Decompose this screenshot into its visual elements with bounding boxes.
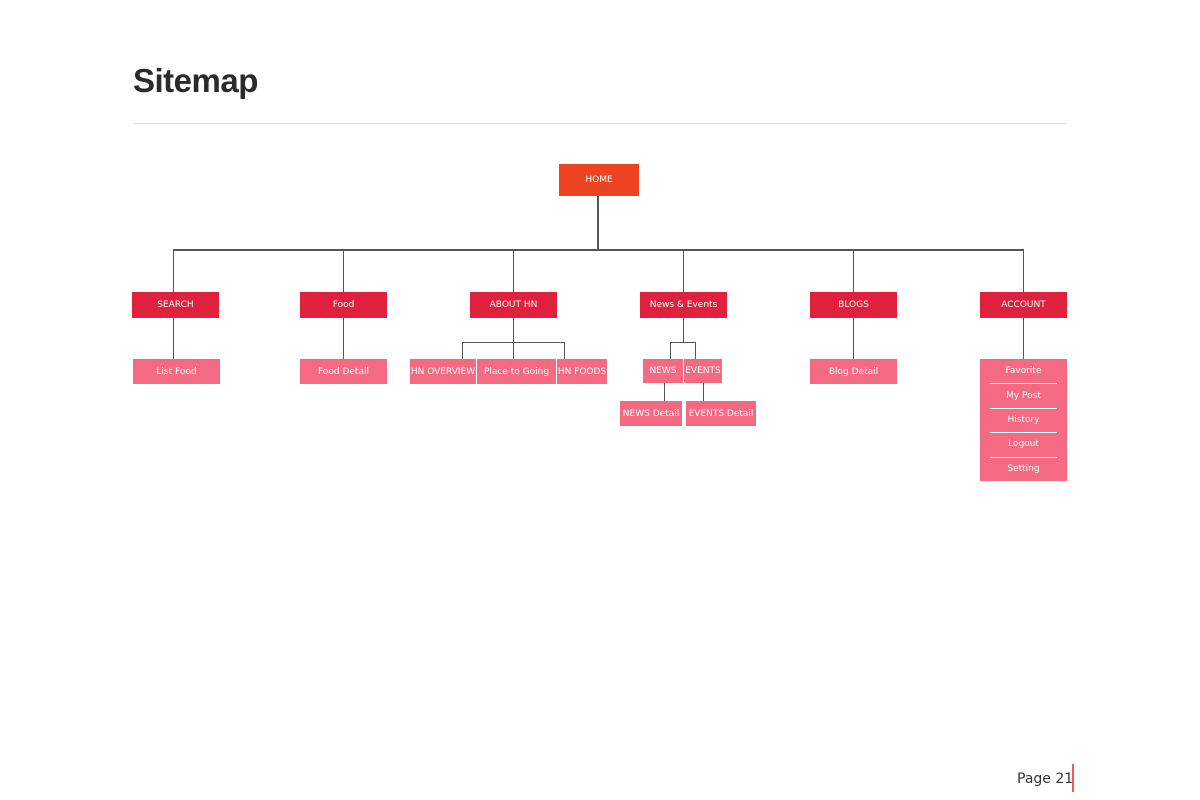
food-detail-node: Food Detail [300,359,387,384]
news-detail-connector [664,383,665,401]
events-detail-connector [703,383,704,401]
events-detail-node: EVENTS Detail [686,401,756,426]
footer-accent-bar [1072,764,1074,792]
news-events-children: NEWS EVENTS [643,359,722,383]
level1-bus [173,249,1024,251]
news-drop-1 [670,342,671,359]
about-stem [513,318,514,342]
my-post-node: My Post [980,383,1067,407]
title-divider [133,123,1067,124]
events-node: EVENTS [683,359,722,383]
account-children: Favorite My Post History Logout Setting [980,359,1067,481]
about-hn-node: ABOUT HN [470,292,557,318]
favorite-node: Favorite [1005,366,1042,377]
place-to-going-node: Place to Going [476,359,556,384]
home-node: HOME [559,164,639,196]
logout-node: Logout [980,432,1067,456]
page-title: Sitemap [133,62,258,99]
news-events-node: News & Events [640,292,727,318]
news-drop-2 [695,342,696,359]
drop-account [1023,250,1024,292]
account-node: ACCOUNT [980,292,1067,318]
food-node: Food [300,292,387,318]
account-child-connector [1023,318,1024,359]
hn-overview-node: HN OVERVIEW [410,366,476,377]
setting-node: Setting [980,456,1067,481]
list-food-node: List Food [133,359,220,384]
news-stem [683,318,684,342]
blogs-child-connector [853,318,854,359]
news-node: NEWS [649,366,677,376]
food-child-connector [343,318,344,359]
drop-about [513,250,514,292]
history-node: History [980,407,1067,432]
blog-detail-node: Blog Detail [810,359,897,384]
drop-blogs [853,250,854,292]
about-drop-2 [513,342,514,359]
blogs-node: BLOGS [810,292,897,318]
drop-food [343,250,344,292]
about-drop-1 [462,342,463,359]
drop-search [173,250,174,292]
news-detail-node: NEWS Detail [620,401,682,426]
drop-news-events [683,250,684,292]
search-node: SEARCH [132,292,219,318]
home-connector [597,196,599,250]
search-child-connector [173,318,174,359]
page-number: Page 21 [1017,771,1074,787]
hn-foods-node: HN FOODS [556,359,607,384]
about-drop-3 [564,342,565,359]
news-bus [670,342,696,343]
about-hn-children: HN OVERVIEW Place to Going HN FOODS [410,359,607,384]
